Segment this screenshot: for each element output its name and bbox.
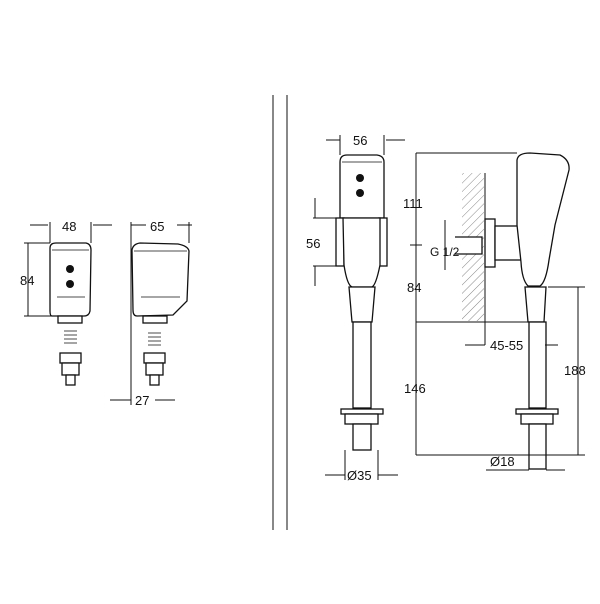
dim-side-top-height: 111 [403, 196, 423, 211]
dim-front-small-width: 48 [62, 219, 76, 234]
dim-front-diameter: Ø35 [347, 468, 372, 483]
dim-thread: G 1/2 [430, 245, 460, 259]
dim-wall-distance: 45-55 [490, 338, 523, 353]
dim-front-width: 56 [353, 133, 367, 148]
dim-side-bottom-height: 146 [404, 381, 426, 396]
flush-valve-side-view [455, 152, 570, 470]
dim-front-small-height: 84 [20, 273, 34, 288]
sensor-side-view [131, 242, 190, 386]
dim-side-mid-height: 84 [407, 280, 421, 295]
dim-side-small-offset: 27 [135, 393, 149, 408]
dim-side-small-depth: 65 [150, 219, 164, 234]
dim-side-total-lower: 188 [564, 363, 586, 378]
sensor-front-view [49, 242, 92, 386]
dim-pipe-diameter: Ø18 [490, 454, 515, 469]
dim-front-mount-height: 56 [306, 236, 320, 251]
flush-valve-front-view [335, 154, 388, 451]
